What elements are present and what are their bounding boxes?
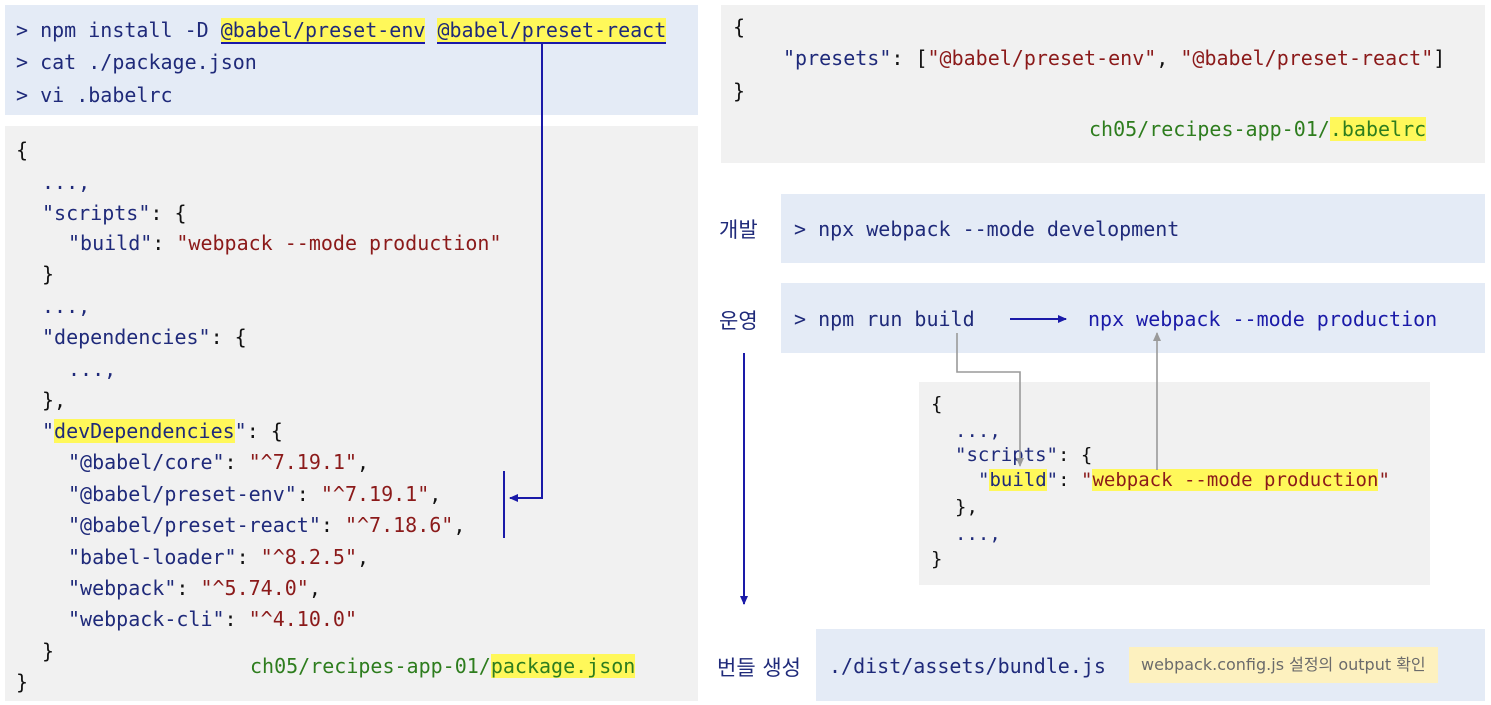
snippet-scripts-line: "scripts": {: [955, 444, 1093, 466]
pj-open-brace: {: [16, 138, 29, 162]
prompt-symbol: >: [16, 18, 29, 42]
install-to-devdeps-arrow: [509, 44, 543, 502]
pj-dots-1: ...,: [42, 170, 91, 194]
path-file: .babelrc: [1329, 117, 1427, 141]
vi-command: vi .babelrc: [40, 83, 173, 107]
terminal-line-cat: > cat ./package.json: [16, 50, 257, 74]
prompt-symbol: >: [16, 83, 29, 107]
dependencies-key: "dependencies": [42, 325, 211, 349]
devdep-version: "^7.19.1": [248, 450, 358, 474]
preset-env-package: @babel/preset-env: [220, 18, 426, 44]
prompt-symbol: >: [16, 50, 29, 74]
devdep-version: "^8.2.5": [260, 545, 357, 569]
pj-dependencies-line: "dependencies": {: [42, 325, 247, 349]
snippet-dots-2: ...,: [955, 523, 1001, 545]
pj-dots-3: ...,: [68, 357, 117, 381]
preset-react-package: @babel/preset-react: [437, 18, 667, 44]
devdep-name: "webpack": [68, 576, 177, 600]
build-key: "build": [68, 231, 153, 255]
devdep-version: "^4.10.0": [248, 607, 358, 631]
dev-label: 개발: [719, 218, 758, 242]
pj-scripts-line: "scripts": {: [42, 201, 187, 225]
install-command: npm install -D: [40, 18, 221, 42]
pj-devdeps-line: "devDependencies": {: [42, 419, 283, 443]
devdep-row: "@babel/preset-react": "^7.18.6",: [68, 513, 466, 537]
package-json-panel: { ..., "scripts": { "build": "webpack --…: [5, 126, 698, 701]
preset-react: "@babel/preset-react": [1180, 46, 1434, 70]
devdependencies-key: devDependencies: [54, 419, 235, 443]
devdep-name: "babel-loader": [68, 545, 237, 569]
pj-dependencies-close: },: [42, 388, 67, 412]
terminal-line-install: > npm install -D @babel/preset-env @babe…: [16, 18, 667, 44]
path-file: package.json: [490, 654, 636, 678]
snippet-build-line: "build": "webpack --mode production": [978, 469, 1390, 491]
pj-close-brace: }: [16, 670, 29, 694]
snippet-build-value: webpack --mode production: [1092, 469, 1379, 491]
devdep-name: "@babel/core": [68, 450, 225, 474]
bundle-note: webpack.config.js 설정의 output 확인: [1129, 647, 1438, 683]
preset-env: "@babel/preset-env": [927, 46, 1157, 70]
babelrc-presets-line: "presets": ["@babel/preset-env", "@babel…: [783, 46, 1446, 70]
scripts-snippet-panel: { ..., "scripts": { "build": "webpack --…: [919, 382, 1430, 585]
snippet-build-key: build: [989, 469, 1047, 491]
devdep-version: "^7.18.6": [344, 513, 454, 537]
devdep-row: "webpack": "^5.74.0",: [68, 576, 321, 600]
bundle-box: ./dist/assets/bundle.js webpack.config.j…: [816, 629, 1485, 701]
devdep-row: "webpack-cli": "^4.10.0": [68, 607, 358, 631]
cat-command: cat ./package.json: [40, 50, 257, 74]
pj-scripts-close: }: [42, 262, 55, 286]
devdep-version: "^7.19.1": [320, 482, 430, 506]
babelrc-panel: { "presets": ["@babel/preset-env", "@bab…: [721, 5, 1485, 163]
bundle-path: ./dist/assets/bundle.js: [829, 654, 1106, 678]
devdep-row: "@babel/core": "^7.19.1",: [68, 450, 370, 474]
snippet-dots-1: ...,: [955, 420, 1001, 442]
package-json-path: ch05/recipes-app-01/package.json: [250, 653, 636, 679]
devdep-version: "^5.74.0": [200, 576, 309, 600]
build-to-script-connector: [956, 333, 1024, 467]
pj-build-line: "build": "webpack --mode production": [68, 231, 502, 255]
dev-command: > npx webpack --mode development: [794, 217, 1180, 241]
devdep-row: "babel-loader": "^8.2.5",: [68, 545, 370, 569]
path-prefix: ch05/recipes-app-01/: [1089, 117, 1330, 141]
prod-command-box: > npm run build npx webpack --mode produ…: [781, 283, 1485, 353]
prod-target-command: npx webpack --mode production: [1088, 307, 1438, 331]
prod-command: > npm run build: [794, 307, 975, 331]
terminal-commands-panel: > npm install -D @babel/preset-env @babe…: [5, 5, 698, 115]
babelrc-path: ch05/recipes-app-01/.babelrc: [1089, 116, 1427, 142]
devdep-name: "@babel/preset-env": [68, 482, 297, 506]
terminal-line-vi: > vi .babelrc: [16, 83, 173, 107]
bundle-label: 번들 생성: [717, 656, 801, 680]
devdep-name: "@babel/preset-react": [68, 513, 321, 537]
devdep-row: "@babel/preset-env": "^7.19.1",: [68, 482, 442, 506]
devdep-name: "webpack-cli": [68, 607, 225, 631]
presets-key: "presets": [783, 46, 892, 70]
prod-label: 운영: [719, 309, 758, 333]
scripts-key: "scripts": [42, 201, 151, 225]
build-value: "webpack --mode production": [176, 231, 502, 255]
pj-devdeps-close: }: [42, 639, 55, 663]
path-prefix: ch05/recipes-app-01/: [250, 654, 491, 678]
snippet-scripts-key: "scripts": [955, 444, 1058, 466]
dev-command-box: > npx webpack --mode development: [781, 194, 1485, 263]
babelrc-open-brace: {: [733, 15, 746, 39]
pj-dots-2: ...,: [42, 294, 91, 318]
babelrc-close-brace: }: [733, 79, 746, 103]
snippet-close-brace: }: [931, 548, 943, 570]
snippet-open-brace: {: [931, 393, 943, 415]
snippet-scripts-close: },: [955, 496, 978, 518]
